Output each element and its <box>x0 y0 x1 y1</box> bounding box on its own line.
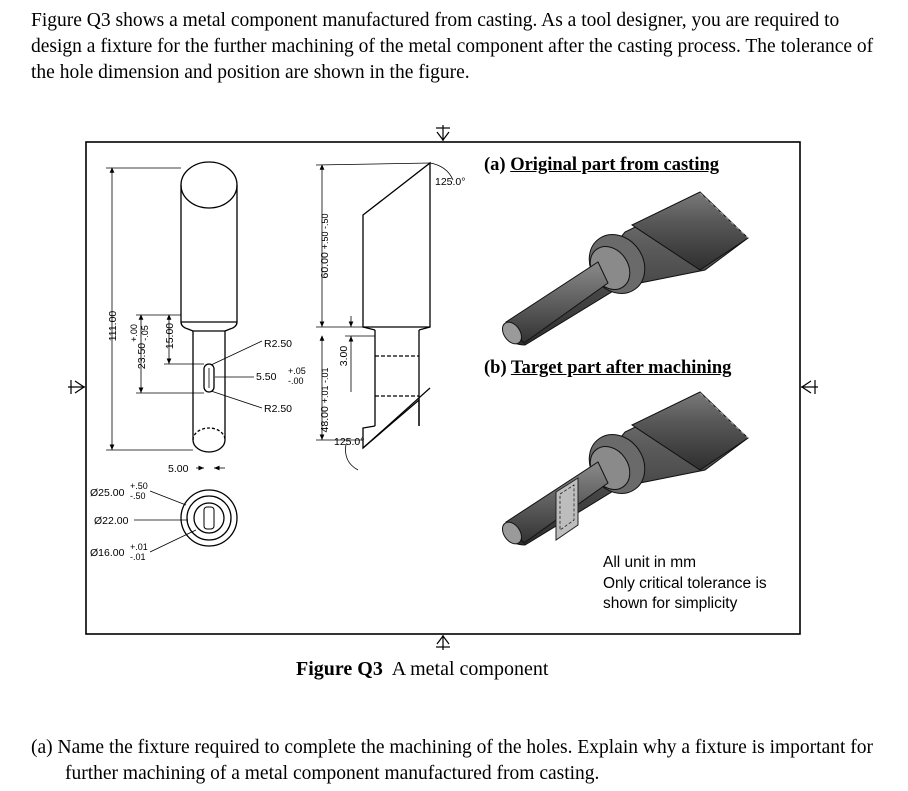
dim-overall-length: 111.00 <box>107 311 119 342</box>
dim-dia-inner-tol-lower: -.01 <box>130 552 146 562</box>
dim-neck-depth: 3.00 <box>338 346 350 367</box>
part-b-prefix: (b) <box>484 358 507 378</box>
section-marker-top <box>436 125 450 141</box>
iso-part-machined <box>501 391 749 546</box>
caption-label: Figure Q3 <box>296 658 383 680</box>
figure-caption: Figure Q3 A metal component <box>296 658 548 681</box>
front-view-dim-text: 111.00 23.50 +.00 -.05 15.00 R2.50 5.50 … <box>107 311 306 475</box>
dim-angle-bottom: 125.0° <box>334 436 364 448</box>
dim-slot-width-tol-upper: +.05 <box>288 366 306 376</box>
dim-side-length: 60.00 +.50 -.50 <box>319 214 331 279</box>
part-a-prefix: (a) <box>484 155 506 175</box>
iso-part-original <box>501 191 749 346</box>
dim-slot-width: 5.50 <box>256 371 277 383</box>
dim-hole-position: 23.50 <box>136 343 148 369</box>
part-b-title-text: Target part after machining <box>510 358 732 378</box>
front-view-dimensions <box>106 167 263 471</box>
dim-slot-length: 15.00 <box>164 323 176 349</box>
dim-dia-outer-tol-upper: +.50 <box>130 481 148 491</box>
front-view <box>180 161 238 453</box>
dim-slot-width-tol-lower: -.00 <box>288 376 304 386</box>
part-a-title-text: Original part from casting <box>510 155 719 175</box>
end-view-dim-text: Ø25.00 +.50 -.50 Ø22.00 Ø16.00 +.01 -.01 <box>90 481 148 562</box>
dim-dia-inner: Ø16.00 <box>90 547 125 559</box>
dim-dia-outer-tol-lower: -.50 <box>130 491 146 501</box>
note-line-3: shown for simplicity <box>603 595 738 612</box>
dim-radius-top: R2.50 <box>264 338 292 350</box>
section-marker-left <box>68 380 86 394</box>
figure-frame <box>85 141 801 635</box>
section-marker-right <box>800 380 818 394</box>
dim-dia-inner-tol-upper: +.01 <box>130 542 148 552</box>
end-view-dimensions <box>134 490 197 553</box>
intro-paragraph: Figure Q3 shows a metal component manufa… <box>31 8 881 86</box>
note-line-2: Only critical tolerance is <box>603 574 767 592</box>
part-a-title: (a) Original part from casting <box>484 155 719 176</box>
section-marker-bottom <box>436 635 450 650</box>
question-a-text: (a) Name the fixture required to complet… <box>31 737 874 784</box>
note-line-1: All unit in mm <box>603 554 697 571</box>
dim-hole-position-tol-lower: -.05 <box>140 325 150 341</box>
dim-hole-position-tol-upper: +.00 <box>129 324 139 342</box>
dim-radius-bottom: R2.50 <box>264 403 292 415</box>
part-b-title: (b) Target part after machining <box>484 358 731 379</box>
dim-neck-width: 5.00 <box>168 463 189 475</box>
question-a: (a) Name the fixture required to complet… <box>31 735 881 787</box>
caption-text: A metal component <box>391 658 549 680</box>
intro-text: Figure Q3 shows a metal component manufa… <box>31 10 874 83</box>
dim-side-position: 48.00 +.01 -.01 <box>319 368 331 433</box>
side-view <box>362 161 431 450</box>
dim-angle-top: 125.0° <box>435 176 465 188</box>
dim-dia-outer: Ø25.00 <box>90 487 125 499</box>
units-note: All unit in mm Only critical tolerance i… <box>603 553 767 615</box>
end-view <box>180 489 238 547</box>
dim-dia-mid: Ø22.00 <box>94 515 129 527</box>
side-view-dim-text: 60.00 +.50 -.50 3.00 48.00 +.01 -.01 125… <box>319 176 465 448</box>
side-view-dimensions <box>315 162 454 471</box>
